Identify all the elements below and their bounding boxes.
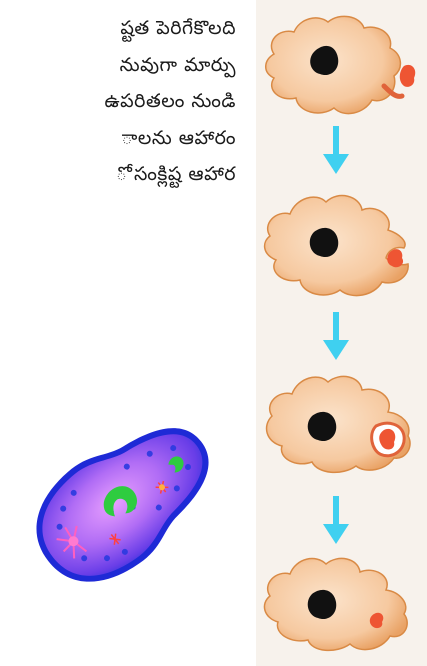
arrow-down-icon: [320, 312, 352, 362]
telugu-paragraph: ష్టత పెరిగేకొలది నువుగా మార్పు ఉపరితలం న…: [0, 10, 236, 193]
amoeba-stage-4-icon: [256, 546, 427, 664]
paragraph-line-3: ఉపరితలం నుండి: [0, 83, 236, 120]
paragraph-line-2: నువుగా మార్పు: [0, 47, 236, 84]
amoeba-stage-2-icon: [256, 180, 427, 308]
paragraph-line-1: ష్టత పెరిగేకొలది: [0, 10, 236, 47]
amoeba-stage-3-icon: [256, 364, 427, 488]
arrow-down-icon: [320, 496, 352, 546]
paragraph-line-4: ాలను ఆహారం: [0, 120, 236, 157]
paragraph-line-5: ో సంక్లిష్ట ఆహార: [0, 156, 236, 193]
arrow-down-icon: [320, 126, 352, 176]
amoeba-stage-1-icon: [256, 6, 427, 126]
paramecium-cell-icon: [0, 358, 232, 658]
